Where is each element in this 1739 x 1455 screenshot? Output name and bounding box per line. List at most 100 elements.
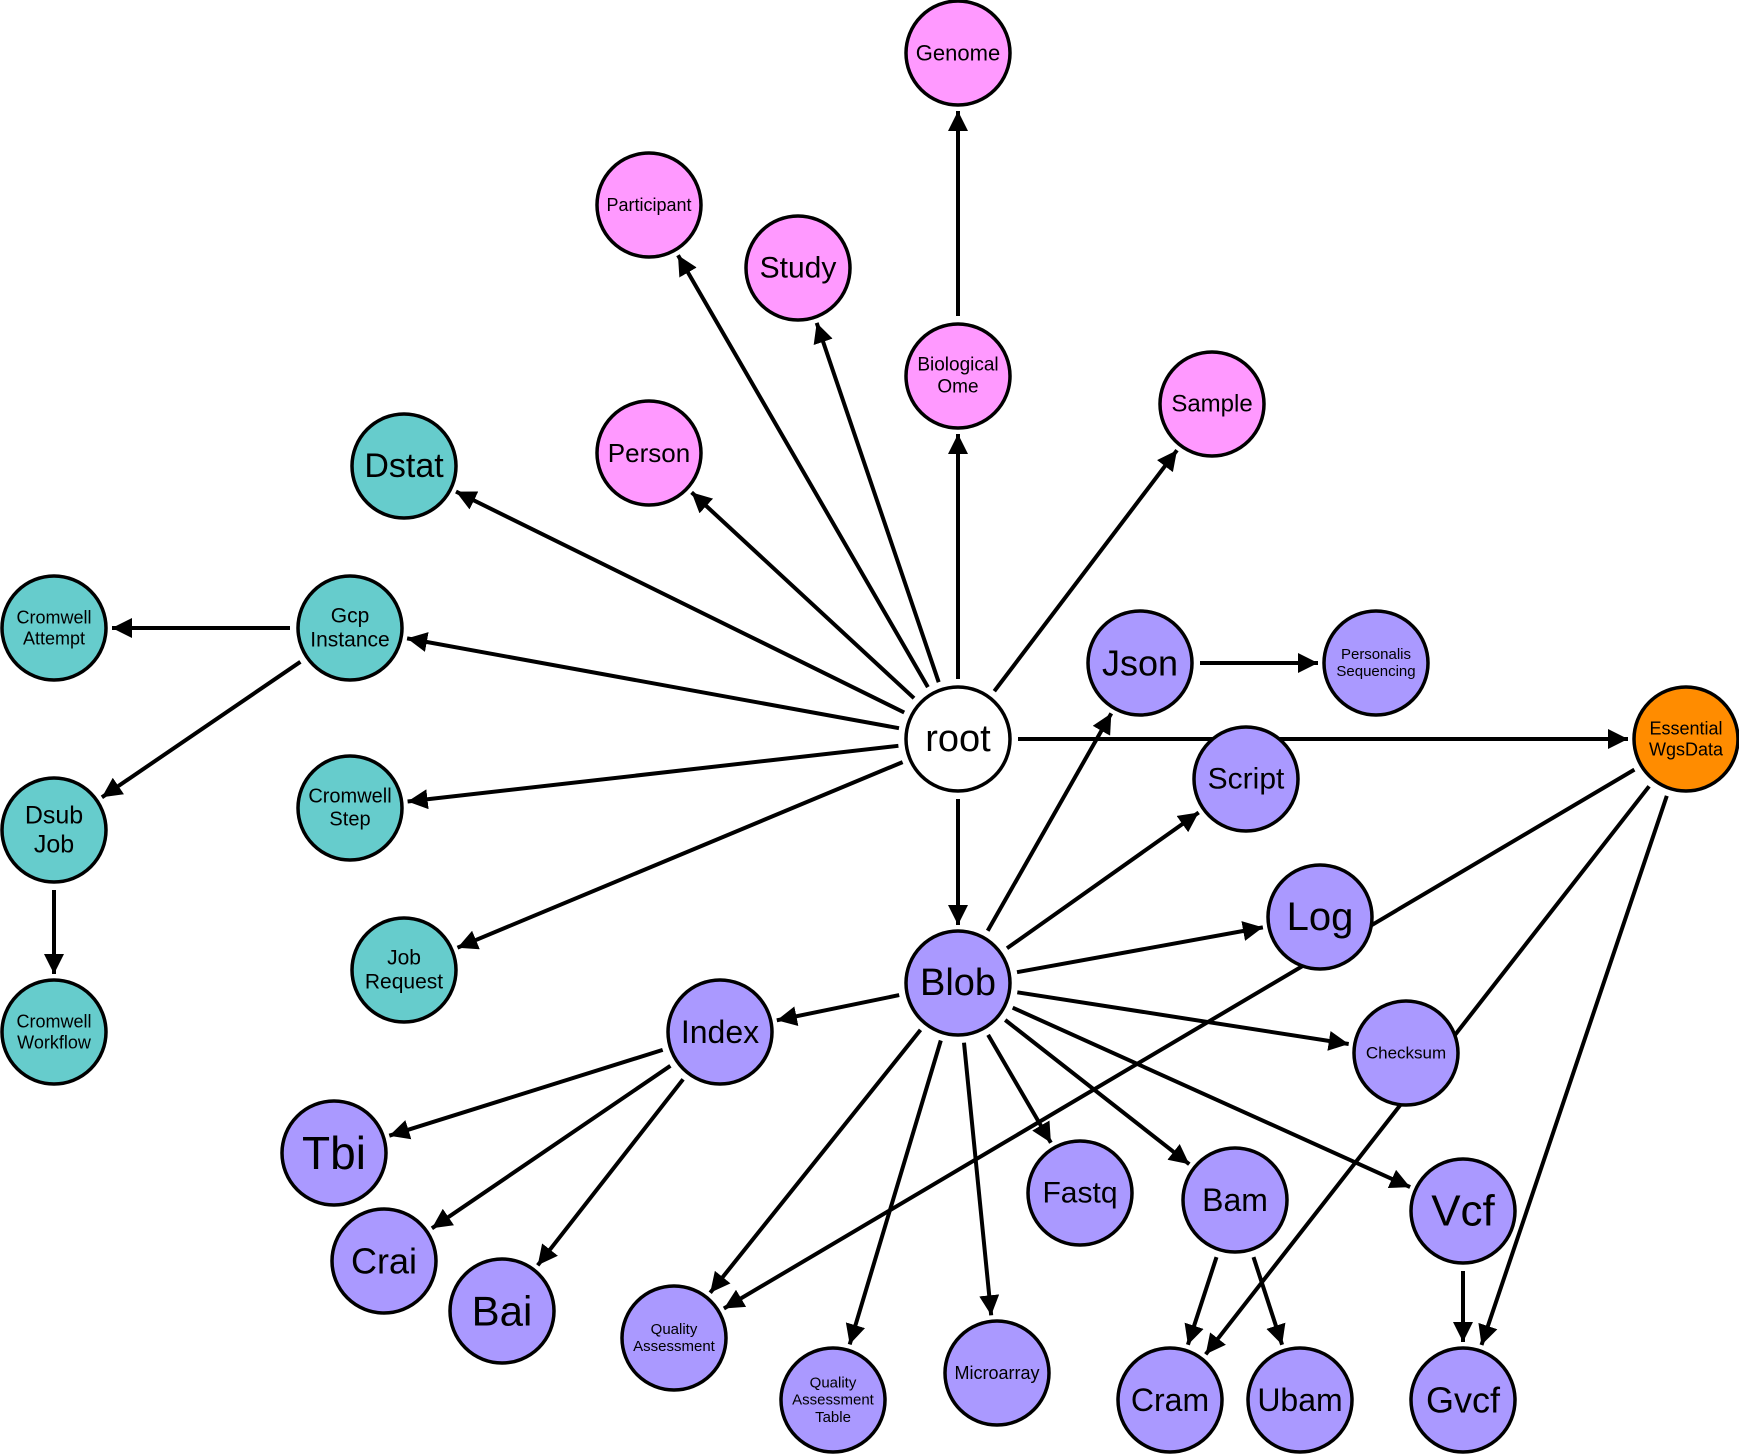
node-cram[interactable]: Cram [1116, 1346, 1224, 1454]
node-label: Fastq [1042, 1177, 1117, 1210]
node-script[interactable]: Script [1192, 725, 1300, 833]
node-circle[interactable] [1266, 863, 1374, 971]
node-label: Ubam [1257, 1382, 1342, 1418]
node-circle[interactable] [448, 1257, 556, 1365]
node-bam[interactable]: Bam [1181, 1146, 1289, 1254]
node-circle[interactable] [330, 1207, 438, 1315]
node-label: root [925, 718, 991, 760]
node-ubam[interactable]: Ubam [1246, 1346, 1354, 1454]
node-circle[interactable] [620, 1284, 728, 1392]
node-circle[interactable] [1181, 1146, 1289, 1254]
node-label: Biological [917, 355, 998, 376]
node-checksum[interactable]: Checksum [1352, 999, 1460, 1107]
edge-arrow [776, 993, 900, 1027]
node-person[interactable]: Person [595, 399, 703, 507]
edge-arrow [1016, 990, 1350, 1051]
node-label: Cromwell [16, 608, 91, 628]
node-circle[interactable] [1409, 1346, 1517, 1454]
node-label: Gcp [331, 604, 370, 627]
node-circle[interactable] [943, 1319, 1051, 1427]
node-fastq[interactable]: Fastq [1026, 1139, 1134, 1247]
node-circle[interactable] [595, 151, 703, 259]
node-circle[interactable] [0, 978, 108, 1086]
node-circle[interactable] [904, 322, 1012, 430]
node-label: Json [1102, 643, 1178, 684]
node-tbi[interactable]: Tbi [280, 1099, 388, 1207]
node-blob[interactable]: Blob [904, 929, 1012, 1037]
node-label: Checksum [1366, 1044, 1446, 1063]
edge-arrow [986, 1033, 1053, 1144]
edge-arrow [1003, 1018, 1191, 1166]
node-bai[interactable]: Bai [448, 1257, 556, 1365]
node-genome[interactable]: Genome [904, 0, 1012, 107]
node-label: Ome [937, 376, 978, 397]
node-circle[interactable] [280, 1099, 388, 1207]
edge-arrow [722, 767, 1636, 1311]
edge-root-to-study [813, 322, 941, 683]
edge-blob-to-fastq [986, 1033, 1053, 1144]
node-label: Step [329, 809, 370, 831]
node-circle[interactable] [1352, 999, 1460, 1107]
node-circle[interactable] [0, 776, 108, 884]
node-circle[interactable] [666, 978, 774, 1086]
node-vcf[interactable]: Vcf [1409, 1157, 1517, 1265]
node-circle[interactable] [1086, 609, 1194, 717]
edge-blob-to-index [776, 993, 900, 1027]
node-circle[interactable] [1158, 350, 1266, 458]
node-circle[interactable] [904, 0, 1012, 107]
node-crai[interactable]: Crai [330, 1207, 438, 1315]
node-circle[interactable] [1409, 1157, 1517, 1265]
edge-arrow [1005, 810, 1200, 950]
node-circle[interactable] [350, 916, 458, 1024]
node-circle[interactable] [744, 214, 852, 322]
node-label: Dsub [25, 802, 83, 830]
node-gvcf[interactable]: Gvcf [1409, 1346, 1517, 1454]
edge-root-to-cromwell-step [407, 743, 899, 810]
edge-arrow [676, 254, 930, 689]
node-label: Job [34, 830, 74, 858]
node-circle[interactable] [904, 685, 1012, 793]
edge-blob-to-microarray [962, 1042, 1000, 1316]
node-circle[interactable] [1026, 1139, 1134, 1247]
node-circle[interactable] [350, 412, 458, 520]
node-label: Bai [472, 1288, 533, 1335]
node-circle[interactable] [1246, 1346, 1354, 1454]
node-json[interactable]: Json [1086, 609, 1194, 717]
edge-arrow [992, 448, 1179, 693]
node-sample[interactable]: Sample [1158, 350, 1266, 458]
node-study[interactable]: Study [744, 214, 852, 322]
node-circle[interactable] [779, 1346, 887, 1454]
node-root[interactable]: root [904, 685, 1012, 793]
node-circle[interactable] [0, 574, 108, 682]
node-log[interactable]: Log [1266, 863, 1374, 971]
node-circle[interactable] [296, 754, 404, 862]
node-circle[interactable] [296, 574, 404, 682]
node-circle[interactable] [1192, 725, 1300, 833]
edge-arrow [455, 489, 906, 715]
node-circle[interactable] [1632, 685, 1739, 793]
node-circle[interactable] [1322, 609, 1430, 717]
node-label: Attempt [23, 628, 85, 648]
node-circle[interactable] [904, 929, 1012, 1037]
node-label: Bam [1202, 1182, 1268, 1218]
node-circle[interactable] [595, 399, 703, 507]
node-participant[interactable]: Participant [595, 151, 703, 259]
node-label: Workflow [17, 1032, 92, 1052]
edge-blob-to-bam [1003, 1018, 1191, 1166]
node-microarray[interactable]: Microarray [943, 1319, 1051, 1427]
node-circle[interactable] [1116, 1346, 1224, 1454]
edge-blob-to-vcf [1011, 1005, 1411, 1189]
node-index[interactable]: Index [666, 978, 774, 1086]
node-dstat[interactable]: Dstat [350, 412, 458, 520]
